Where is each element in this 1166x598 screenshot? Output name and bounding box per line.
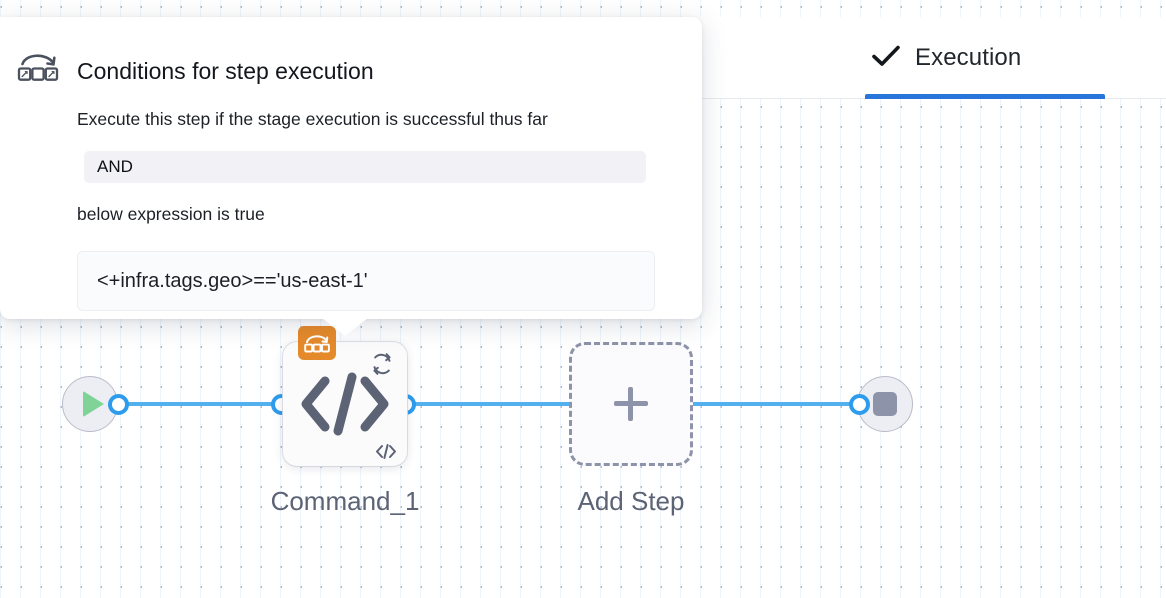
edge-start-to-command — [116, 402, 288, 406]
stop-icon — [873, 392, 897, 416]
loop-retry-icon — [366, 349, 398, 379]
condition-operator-field[interactable]: AND — [84, 151, 646, 183]
condition-operator-value: AND — [97, 157, 133, 176]
condition-expression-value: <+infra.tags.geo>=='us-east-1' — [97, 269, 368, 292]
pipeline-start-node[interactable] — [62, 376, 118, 432]
popover-below-expression-text: below expression is true — [77, 204, 265, 224]
code-icon — [283, 342, 407, 466]
check-icon — [871, 44, 901, 73]
plus-icon — [614, 387, 648, 421]
condition-expression-field[interactable]: <+infra.tags.geo>=='us-east-1' — [77, 251, 655, 311]
step-node-label: Command_1 — [270, 486, 420, 516]
tab-active-underline — [865, 94, 1105, 99]
port-start-out[interactable] — [108, 394, 129, 415]
port-end-in[interactable] — [849, 394, 870, 415]
popover-arrow — [322, 318, 368, 336]
tab-execution[interactable]: Execution — [865, 17, 1027, 99]
add-step-button[interactable] — [569, 342, 693, 466]
tab-execution-label: Execution — [915, 44, 1022, 71]
conditions-popover: Conditions for step execution Execute th… — [0, 17, 702, 336]
code-icon-mini — [374, 441, 398, 461]
add-step-label: Add Step — [577, 486, 685, 516]
popover-subtitle: Execute this step if the stage execution… — [77, 109, 548, 129]
conditional-execution-icon — [16, 47, 60, 85]
pipeline-end-node[interactable] — [857, 376, 913, 432]
popover-title: Conditions for step execution — [77, 58, 374, 84]
step-node-command-1[interactable] — [283, 326, 407, 466]
play-icon — [82, 391, 104, 417]
